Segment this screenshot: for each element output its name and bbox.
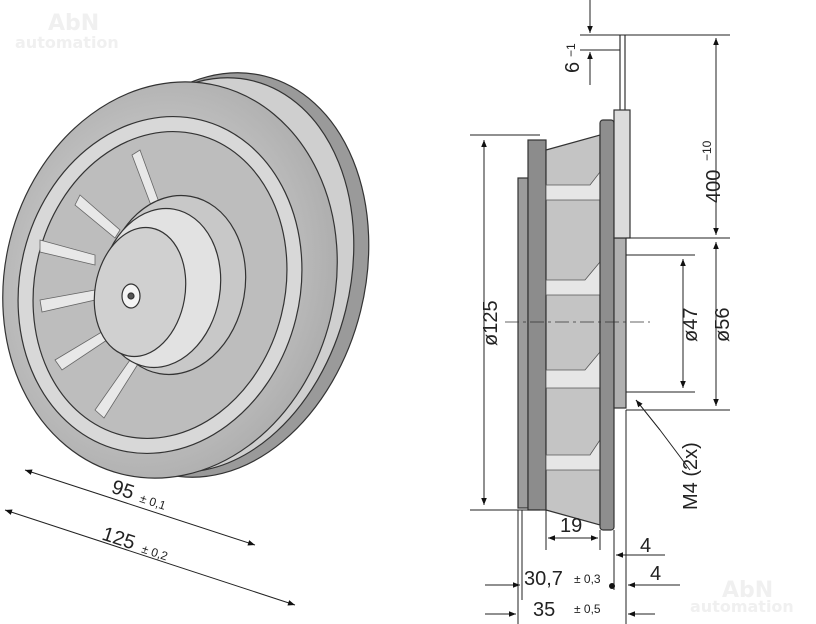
dim-cable-strip: 6 [562, 62, 584, 73]
dim-125: 125 ± 0,2 [4, 509, 296, 606]
dim-diameter-125: ø125 [480, 300, 502, 346]
fan-front-view [2, 72, 370, 479]
dim-95: 95 ± 0,1 [24, 469, 256, 546]
watermark-top-left: AbN automation [15, 11, 119, 52]
svg-text:± 0,2: ± 0,2 [140, 542, 170, 564]
dim-flange-4b: 4 [650, 563, 661, 585]
fan-side-view [505, 35, 650, 531]
side-dimension-lines [470, 0, 730, 624]
dim-flange-4a: 4 [640, 535, 651, 557]
dim-diameter-47: ø47 [680, 308, 702, 342]
dim-cable-length-tol: −10 [700, 140, 714, 161]
dim-19: 19 [560, 515, 582, 537]
dim-cable-length: 400 [703, 170, 725, 203]
dim-35: 35 [533, 599, 555, 621]
svg-text:AbN: AbN [48, 11, 99, 36]
dim-35-tol: ± 0,5 [574, 602, 601, 616]
dim-cable-strip-tol: −1 [564, 43, 578, 57]
svg-text:automation: automation [15, 33, 119, 52]
dim-30-7-tol: ± 0,3 [574, 572, 601, 586]
dim-30-7: 30,7 [524, 568, 563, 590]
watermark-bottom-right: AbN automation [690, 578, 794, 616]
thread-label: M4 (2x) [680, 442, 702, 510]
svg-text:AbN: AbN [722, 578, 773, 603]
reference-point [609, 583, 615, 589]
svg-text:automation: automation [690, 597, 794, 616]
dim-diameter-56: ø56 [712, 308, 734, 342]
svg-text:± 0,1: ± 0,1 [138, 491, 168, 513]
svg-text:95: 95 [109, 476, 137, 504]
svg-text:125: 125 [99, 523, 138, 554]
